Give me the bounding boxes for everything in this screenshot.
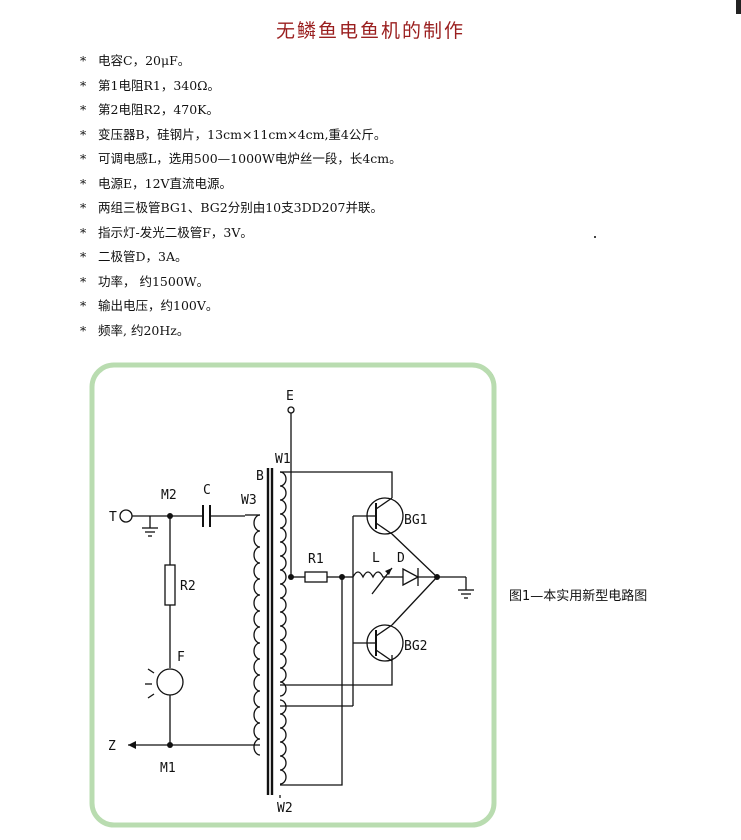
label-r2: R2 [180,579,196,594]
bullet-star: * [80,77,87,93]
bullet-star: * [80,322,87,338]
resistor-r2 [164,564,176,606]
transistor-bg2 [366,624,404,662]
diode-d [402,567,420,587]
spec-text: 可调电感L，选用500—1000W电炉丝一段，长4cm。 [98,151,402,166]
diagram-frame [89,362,497,828]
label-w3: W3 [241,493,257,508]
spec-text: 二极管D，3A。 [98,249,188,264]
bullet-star: * [80,53,87,68]
spec-text: 电源E，12V直流电源。 [98,175,233,191]
spec-text: 第1电阻R1，340Ω。 [98,77,221,93]
wire [280,577,343,786]
spec-text: 变压器B，硅钢片，13cm×11cm×4cm,重4公斤。 [98,126,387,142]
bullet-star: * [80,126,87,142]
label-w2: W2 [277,801,293,816]
bullet-star: * [80,151,87,166]
edge-artifact [736,0,741,14]
list-item: * 指示灯-发光二极管F，3V。 [80,222,402,247]
label-r1: R1 [308,552,324,567]
bullet-star: * [80,273,87,289]
list-item: * 变压器B，硅钢片，13cm×11cm×4cm,重4公斤。 [80,124,402,149]
label-m1: M1 [160,761,176,776]
spec-list: * 电容C，20μF。 * 第1电阻R1，340Ω。 * 第2电阻R2，470K。 *… [80,50,402,344]
page-title: 无鳞鱼电鱼机的制作 [275,20,465,42]
transistor-bg2-emitter [375,624,393,637]
list-item: * 电源E，12V直流电源。 [80,173,402,198]
wire [290,471,393,486]
bullet-star: * [80,200,87,215]
label-bg2: BG2 [404,639,427,654]
list-item: * 电容C，20μF。 [80,50,402,75]
list-item: * 第1电阻R1，340Ω。 [80,75,402,100]
bullet-star: * [80,249,87,264]
inductor-l [352,571,391,579]
wire [391,533,438,578]
lamp-ray [147,668,155,674]
arrowhead [385,568,392,575]
coil-w1 [279,471,287,697]
lamp-f [156,668,184,696]
list-item: * 二极管D，3A。 [80,246,402,271]
bullet-star: * [80,298,87,313]
terminal-e [287,406,295,414]
spec-text: 指示灯-发光二极管F，3V。 [98,224,253,240]
list-item: * 第2电阻R2，470K。 [80,99,402,124]
label-c: C [203,483,211,498]
bullet-star: * [80,102,87,117]
transistor-bg1-emitter [375,522,393,535]
label-b: B [256,469,264,484]
label-e: E [286,389,294,404]
spec-text: 输出电压，约100V。 [98,298,219,313]
bullet-star: * [80,175,87,191]
wire [391,576,438,626]
spec-text: 电容C，20μF。 [98,53,191,68]
label-m2: M2 [161,488,177,503]
stray-dot [594,236,596,238]
list-item: * 两组三极管BG1、BG2分别由10支3DD207并联。 [80,197,402,222]
list-item: * 输出电压，约100V。 [80,295,402,320]
figure-caption: 图1—本实用新型电路图 [509,589,648,604]
bullet-star: * [80,224,87,240]
label-w1: W1 [275,452,291,467]
label-bg1: BG1 [404,513,427,528]
list-item: * 可调电感L，选用500—1000W电炉丝一段，长4cm。 [80,148,402,173]
coil-w2 [279,699,287,785]
coil-w3 [253,514,261,756]
resistor-r1 [304,571,328,583]
list-item: * 功率， 约1500W。 [80,271,402,296]
spec-text: 两组三极管BG1、BG2分别由10支3DD207并联。 [98,200,383,215]
spec-text: 频率, 约20Hz。 [98,322,190,338]
wire [280,655,393,686]
transistor-bg1 [366,497,404,535]
spec-text: 功率， 约1500W。 [98,273,210,289]
terminal-t [119,509,133,523]
label-z: Z [108,739,116,754]
list-item: * 频率, 约20Hz。 [80,320,402,345]
transistor-bg1-collector [375,497,393,510]
label-f: F [177,650,185,665]
label-l: L [372,551,380,566]
lamp-ray [147,693,155,699]
spec-text: 第2电阻R2，470K。 [98,102,220,117]
label-d: D [397,551,405,566]
label-t: T [109,510,117,525]
terminal-z-arrow [128,741,136,749]
transistor-bg2-collector [375,649,393,662]
